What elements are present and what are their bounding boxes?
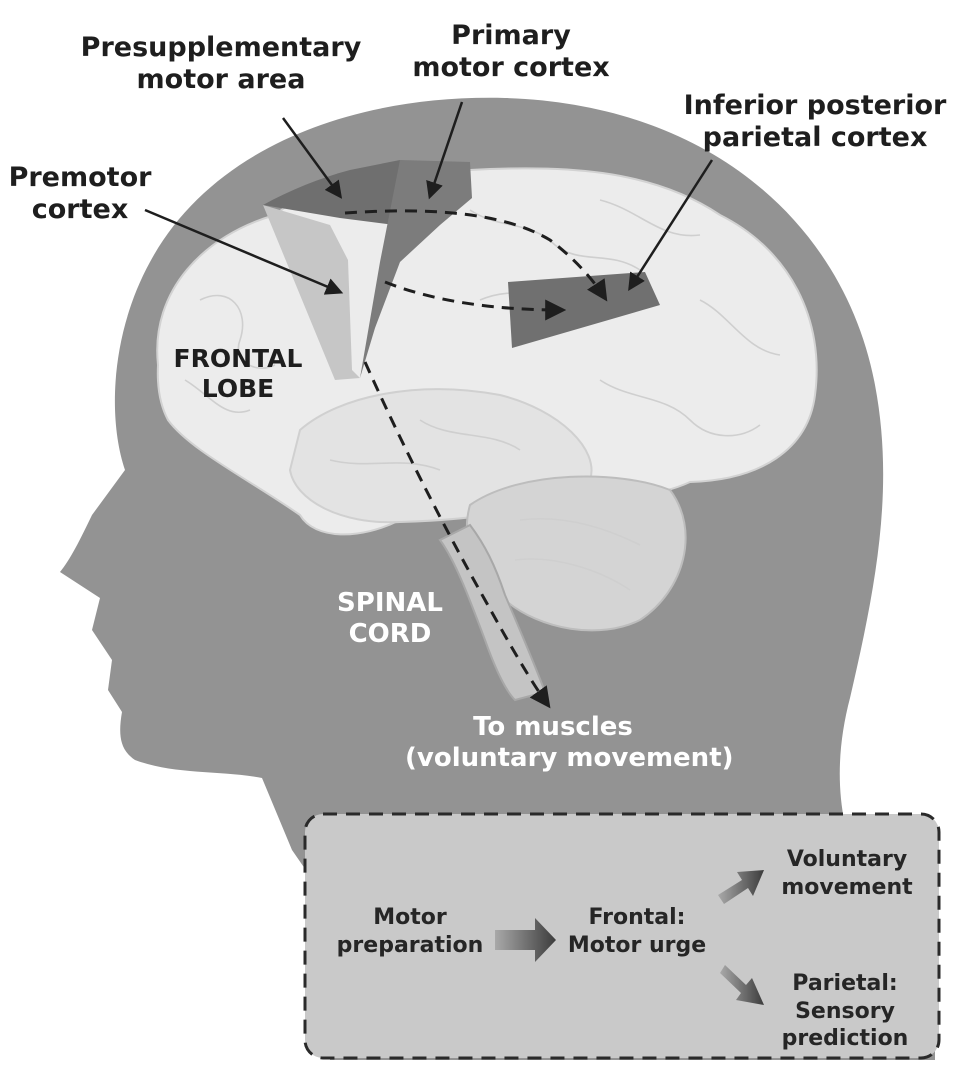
label-to-muscles: To muscles (voluntary movement) [405,712,701,774]
label-line: (voluntary movement) [405,743,701,774]
label-line: cortex [5,194,155,226]
label-line: motor area [80,64,362,96]
flow-frontal-motor-urge: Frontal: Motor urge [558,904,716,959]
label-line: Voluntary [764,846,930,874]
label-line: Inferior posterior [680,90,950,122]
label-line: Premotor [5,162,155,194]
label-line: Motor [330,904,490,932]
label-line: CORD [330,619,450,650]
label-spinal-cord: SPINAL CORD [330,588,450,650]
label-frontal-lobe: FRONTAL LOBE [160,344,316,404]
label-line: Frontal: [558,904,716,932]
label-line: Sensory [770,998,920,1026]
label-primary-motor-cortex: Primary motor cortex [406,20,616,85]
label-line: motor cortex [406,52,616,84]
label-line: Parietal: [770,970,920,998]
label-line: FRONTAL [160,344,316,374]
label-line: Presupplementary [80,32,362,64]
flow-voluntary-movement: Voluntary movement [764,846,930,901]
flow-parietal-sensory-prediction: Parietal: Sensory prediction [770,970,920,1053]
label-line: LOBE [160,374,316,404]
label-line: preparation [330,932,490,960]
label-line: parietal cortex [680,122,950,154]
label-line: movement [764,874,930,902]
label-line: SPINAL [330,588,450,619]
flow-motor-preparation: Motor preparation [330,904,490,959]
label-line: To muscles [405,712,701,743]
label-presupplementary-motor-area: Presupplementary motor area [80,32,362,97]
label-line: Primary [406,20,616,52]
label-line: prediction [770,1025,920,1053]
label-inferior-posterior-parietal-cortex: Inferior posterior parietal cortex [680,90,950,155]
label-premotor-cortex: Premotor cortex [5,162,155,227]
label-line: Motor urge [558,932,716,960]
